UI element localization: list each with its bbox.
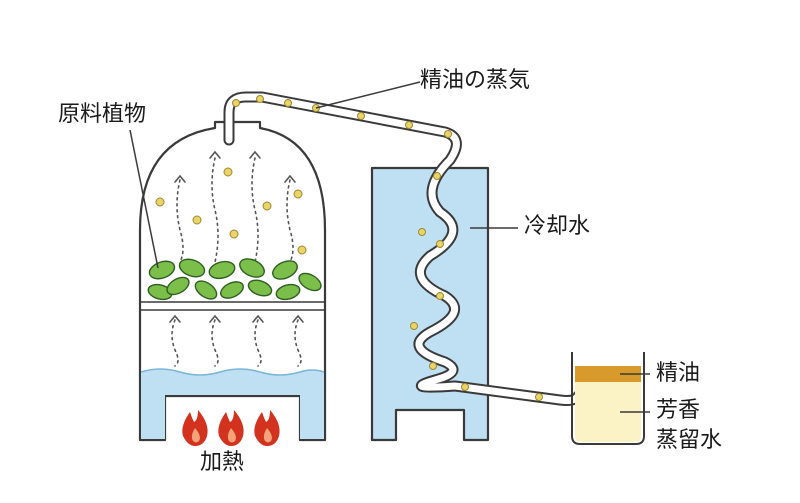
pipe-inner xyxy=(225,93,582,404)
steam-trail-lower-3 xyxy=(254,319,262,367)
droplet-icon xyxy=(297,245,307,255)
flame-icon xyxy=(218,410,244,446)
raw-plant-label: 原料植物 xyxy=(58,102,147,127)
essential-oil-label: 精油 xyxy=(656,361,701,386)
droplet-icon xyxy=(405,121,413,129)
steam-trail-lower-4 xyxy=(294,319,302,367)
droplet-icon xyxy=(433,172,441,180)
leaf-icon xyxy=(239,258,265,278)
leaf-icon xyxy=(247,279,273,297)
heat-flames xyxy=(182,410,280,446)
leaf-icon xyxy=(148,260,176,280)
collection-beaker xyxy=(571,352,645,445)
arrowhead-icon xyxy=(209,150,221,159)
vapor-pipe xyxy=(223,91,584,406)
leader-raw-plant xyxy=(129,129,159,269)
droplet-icon xyxy=(535,393,543,401)
cooling-water-label: 冷却水 xyxy=(524,214,591,239)
steam-trail-lower-1 xyxy=(171,319,179,367)
steam-trail-lower-2 xyxy=(211,319,219,367)
droplet-icon xyxy=(418,228,426,236)
arrowhead-icon xyxy=(292,314,304,323)
leaf-icon xyxy=(178,258,206,278)
flame-icon xyxy=(254,410,280,446)
droplet-icon xyxy=(284,99,292,107)
steam-arrowheads xyxy=(169,150,304,323)
leaf-icon xyxy=(275,283,301,301)
vapor-droplets xyxy=(155,167,307,255)
oil-vapor-label: 精油の蒸気 xyxy=(420,68,531,93)
droplet-icon xyxy=(461,383,469,391)
steam-flow xyxy=(171,157,302,367)
still-body xyxy=(138,120,327,442)
arrowhead-icon xyxy=(252,314,264,323)
floral-water-fill xyxy=(575,382,641,442)
droplet-icon xyxy=(223,167,233,177)
droplet-icon xyxy=(429,362,437,370)
arrowhead-icon xyxy=(174,174,186,183)
droplet-icon xyxy=(436,240,444,248)
flame-icon xyxy=(182,410,208,446)
water-surface xyxy=(140,368,325,376)
leaf-icon xyxy=(208,260,236,280)
droplet-icon xyxy=(410,322,418,330)
leaf-icon xyxy=(272,260,298,280)
droplet-icon xyxy=(192,215,202,225)
leader-lines xyxy=(129,81,650,413)
arrowhead-icon xyxy=(249,150,261,159)
floral-water-label-line1: 芳香 xyxy=(656,398,701,423)
droplet-icon xyxy=(232,99,240,107)
steam-trail-upper-4 xyxy=(286,179,294,263)
heating-label: 加熱 xyxy=(200,450,245,475)
arrowhead-icon xyxy=(284,174,296,183)
leaf-icon xyxy=(298,272,322,292)
steam-trail-upper-1 xyxy=(176,179,184,263)
arrowhead-icon xyxy=(169,314,181,323)
pipe-droplets xyxy=(232,95,543,401)
raw-plant-leaves xyxy=(147,258,322,301)
arrowhead-icon xyxy=(209,314,221,323)
droplet-icon xyxy=(436,292,444,300)
distillation-still xyxy=(138,120,327,442)
leaf-icon xyxy=(166,276,190,296)
droplet-icon xyxy=(444,130,452,138)
leader-oil-vapor xyxy=(315,81,421,109)
beaker-outline xyxy=(571,352,645,445)
droplet-icon xyxy=(229,229,239,239)
droplet-icon xyxy=(155,197,165,207)
essential-oil-layer xyxy=(575,366,641,382)
floral-water-label-line2: 蒸留水 xyxy=(656,428,723,453)
droplet-icon xyxy=(357,112,365,120)
leaf-icon xyxy=(194,280,218,300)
droplet-icon xyxy=(256,95,264,103)
water-tank xyxy=(141,369,324,439)
droplet-icon xyxy=(262,201,272,211)
droplet-icon xyxy=(293,189,303,199)
condenser xyxy=(370,166,490,442)
leaf-icon xyxy=(220,281,244,299)
condenser-tank xyxy=(370,166,490,442)
